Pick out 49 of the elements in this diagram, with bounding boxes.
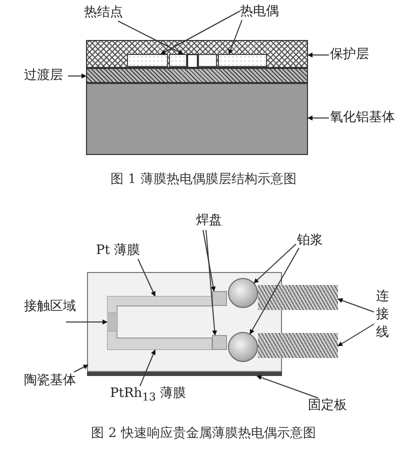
- callout-label: Pt 薄膜: [96, 243, 156, 259]
- film-strip: [107, 331, 212, 350]
- leader-line: [250, 248, 300, 334]
- leader-line: [254, 244, 296, 284]
- callout-label: PtRh$_{13}$ 薄膜: [110, 386, 184, 402]
- fixing-plate: [87, 372, 282, 376]
- leader-line: [68, 74, 86, 78]
- callout-label: 焊盘: [196, 213, 228, 229]
- contact-area: [107, 313, 118, 331]
- callout-label: 过渡层: [24, 68, 68, 84]
- callout-label: 保护层: [330, 47, 374, 63]
- leader-line: [138, 258, 156, 296]
- lead-wire: [258, 285, 338, 310]
- leader-line: [202, 230, 216, 292]
- callout-label: 热结点: [84, 5, 126, 21]
- substrate-layer: [86, 83, 308, 155]
- lead-wire: [258, 333, 338, 358]
- solder-pad: [212, 335, 227, 350]
- callout-label: 氧化铝基体: [330, 110, 402, 126]
- paste-ball: [228, 278, 258, 308]
- callout-label: 铂浆: [297, 233, 331, 249]
- leader-line: [256, 375, 318, 398]
- callout-label: 连接线: [376, 288, 392, 342]
- callout-label: 固定板: [308, 398, 352, 414]
- film-strip: [107, 296, 212, 313]
- callout-label: 接触区域: [24, 299, 84, 315]
- protective-layer: [86, 40, 308, 68]
- leader-line: [308, 116, 330, 120]
- leader-line: [228, 20, 242, 54]
- figure-caption: 图 2 快速响应贵金属薄膜热电偶示意图: [90, 425, 317, 442]
- leader-line: [66, 320, 108, 324]
- leader-line: [206, 230, 218, 336]
- leader-line: [160, 10, 240, 54]
- transition-layer: [86, 68, 308, 83]
- thermocouple-film: [218, 54, 267, 67]
- thermocouple-film: [127, 54, 168, 67]
- thermocouple-film: [169, 54, 187, 67]
- callout-label: 热电偶: [240, 4, 284, 20]
- callout-label: 陶瓷基体: [24, 373, 84, 389]
- paste-ball: [228, 332, 258, 362]
- leader-line: [338, 324, 374, 346]
- leader-line: [118, 20, 184, 54]
- ceramic-substrate: [87, 272, 282, 372]
- figure-caption: 图 1 薄膜热电偶膜层结构示意图: [110, 171, 298, 188]
- leader-line: [308, 52, 330, 58]
- leader-line: [338, 298, 374, 312]
- leader-line: [140, 350, 156, 386]
- solder-pad: [212, 291, 227, 306]
- leader-line: [74, 364, 88, 372]
